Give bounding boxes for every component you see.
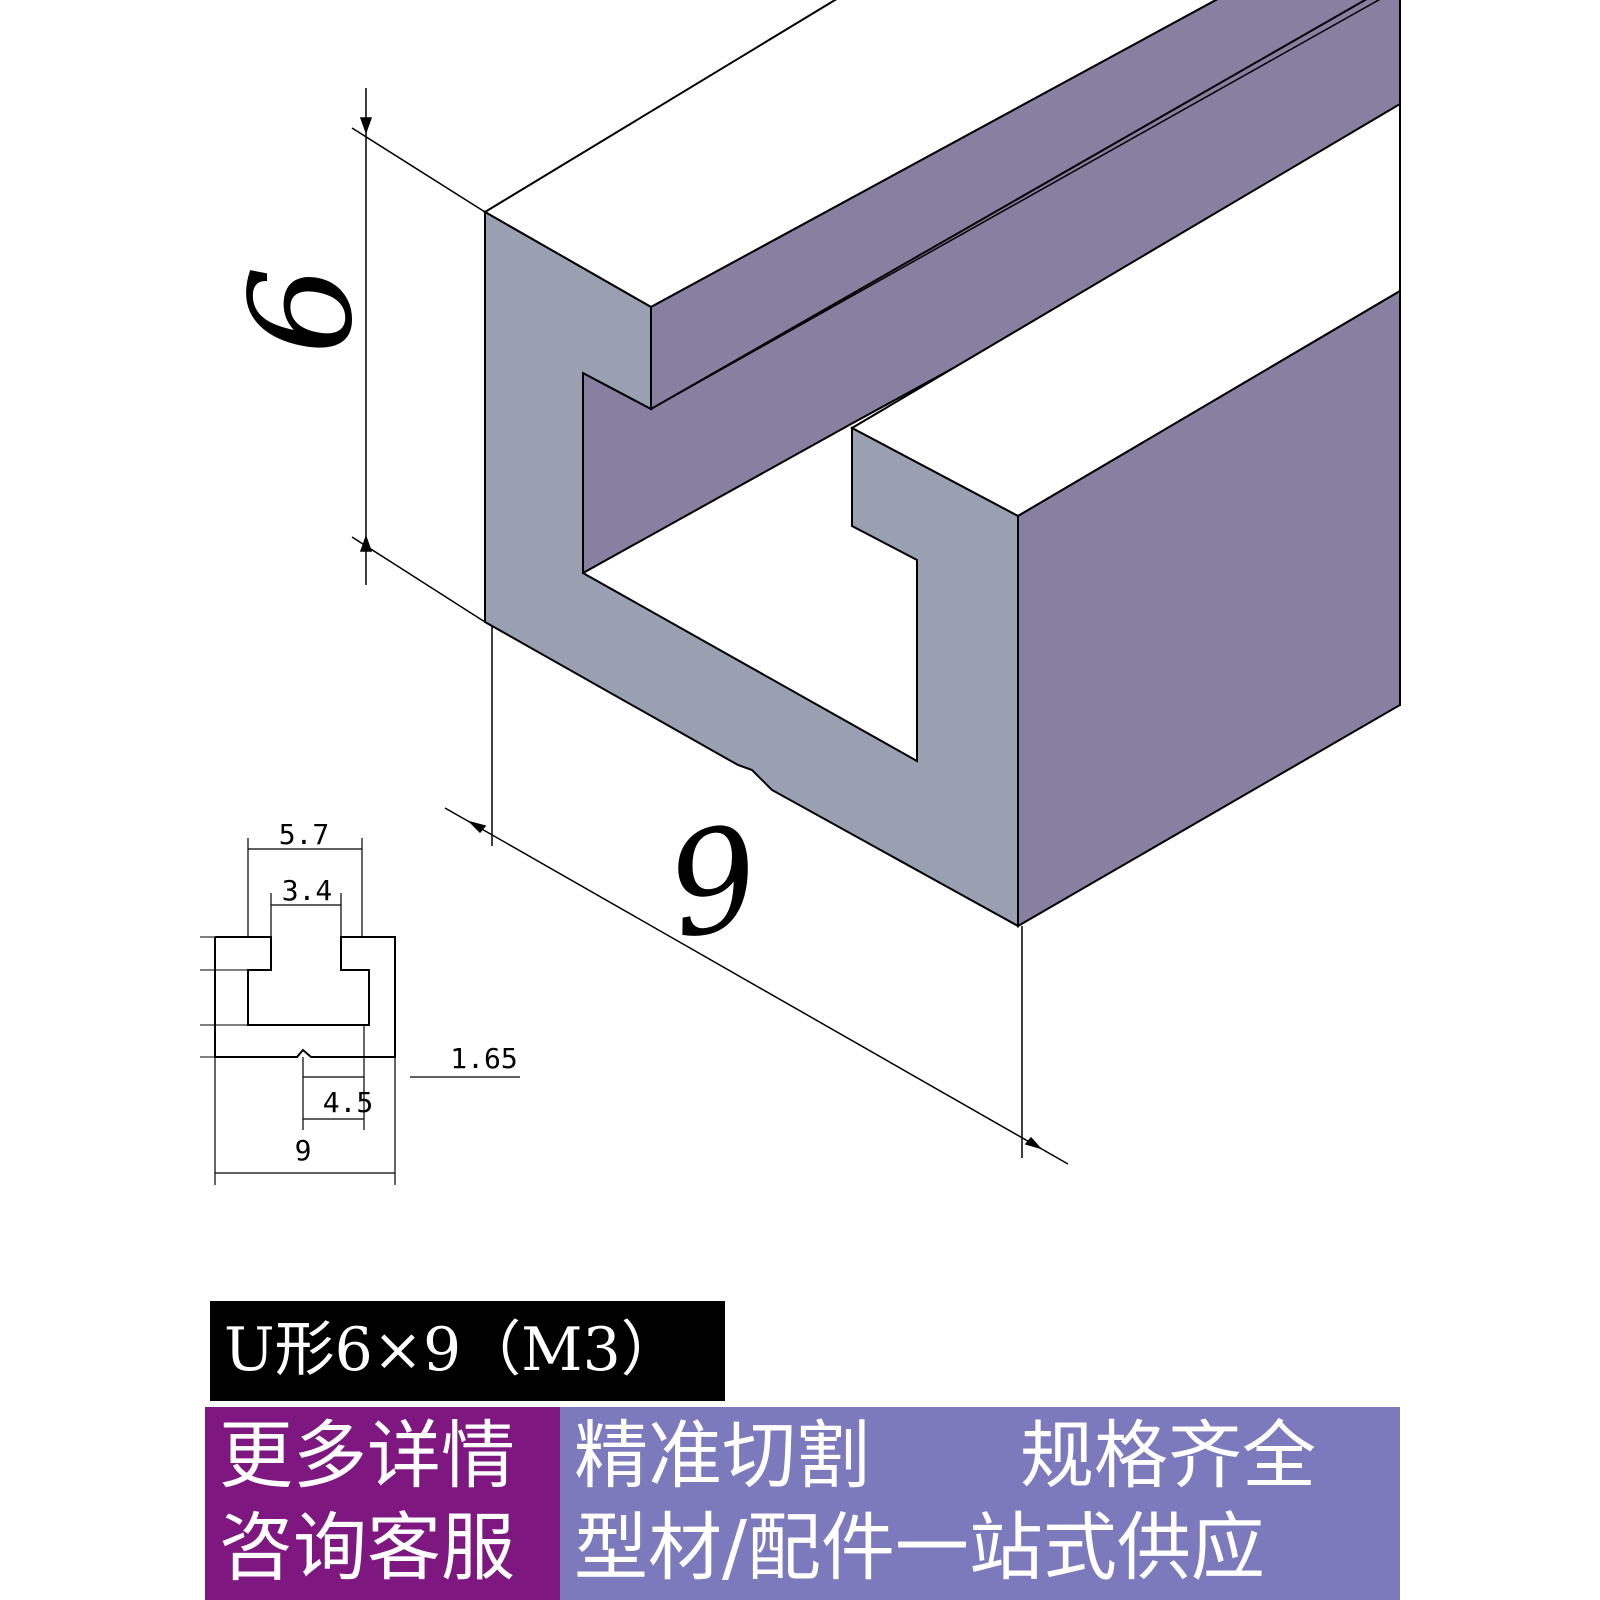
profile-cross-section bbox=[200, 936, 396, 1058]
banner-left-line-2: 咨询客服 bbox=[219, 1505, 515, 1591]
height-dimension-label: 6 bbox=[221, 265, 384, 354]
dimension-lines-3d bbox=[351, 88, 1069, 1165]
slot-outer-dimension: 5.7 bbox=[279, 818, 330, 851]
width-dimension-label: 9 bbox=[656, 795, 772, 971]
promo-banner: 更多详情 咨询客服 精准切割 规格齐全 型材/配件一站式供应 bbox=[205, 1407, 1400, 1600]
side-offset-dimension: 1.65 bbox=[450, 1042, 517, 1075]
product-label: U形6×9（M3） bbox=[210, 1301, 725, 1401]
banner-right-line-1a: 精准切割 bbox=[574, 1413, 870, 1499]
banner-right-line-1b: 规格齐全 bbox=[1020, 1413, 1316, 1499]
slot-inner-dimension: 3.4 bbox=[282, 874, 333, 907]
cross-section-outline bbox=[214, 936, 396, 1058]
banner-left-line-1: 更多详情 bbox=[219, 1413, 515, 1499]
banner-right-panel: 精准切割 规格齐全 型材/配件一站式供应 bbox=[560, 1407, 1400, 1600]
half-width-dimension: 4.5 bbox=[323, 1086, 374, 1119]
profile-end-face bbox=[484, 210, 1019, 928]
total-width-dimension: 9 bbox=[295, 1134, 312, 1167]
cross-section-dimensions bbox=[214, 838, 520, 1185]
profile-3d bbox=[483, 0, 1401, 928]
banner-right-line-2: 型材/配件一站式供应 bbox=[574, 1505, 1265, 1591]
profile-groove-line bbox=[650, 0, 1381, 410]
banner-left-panel: 更多详情 咨询客服 bbox=[205, 1407, 560, 1600]
